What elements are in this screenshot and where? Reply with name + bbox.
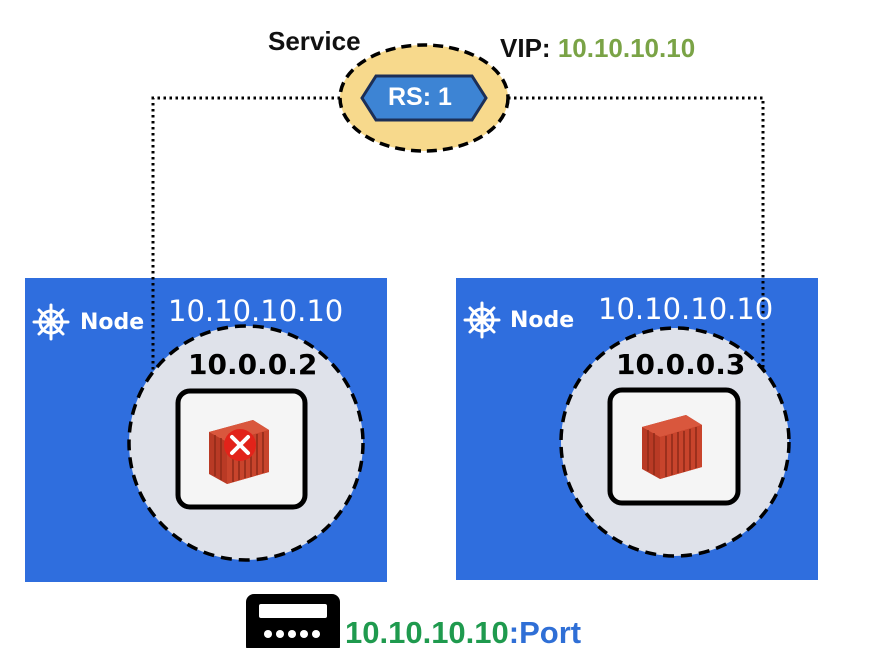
kubernetes-wheel-icon — [463, 301, 501, 339]
node-label-right: Node — [510, 308, 575, 333]
client-endpoint: 10.10.10.10:Port — [345, 615, 581, 651]
replicaset-label: RS: 1 — [388, 83, 452, 111]
vip-title: VIP: — [500, 33, 551, 63]
client-port: :Port — [508, 615, 582, 650]
client-ip: 10.10.10.10 — [345, 615, 509, 650]
node-ip-left: 10.10.10.10 — [168, 294, 344, 328]
error-x-icon — [224, 429, 256, 461]
container-icon — [641, 414, 703, 480]
terminal-device-icon — [246, 594, 340, 648]
node-label-left: Node — [80, 310, 145, 335]
node-ip-right: 10.10.10.10 — [598, 292, 774, 326]
vip-ip: 10.10.10.10 — [557, 33, 696, 63]
kubernetes-wheel-icon — [32, 303, 70, 341]
vip-label: VIP: 10.10.10.10 — [500, 33, 695, 64]
service-label: Service — [268, 26, 361, 56]
pod-ip-left: 10.0.0.2 — [188, 348, 318, 381]
pod-ip-right: 10.0.0.3 — [616, 348, 746, 381]
replicaset-hexagon — [360, 74, 488, 122]
